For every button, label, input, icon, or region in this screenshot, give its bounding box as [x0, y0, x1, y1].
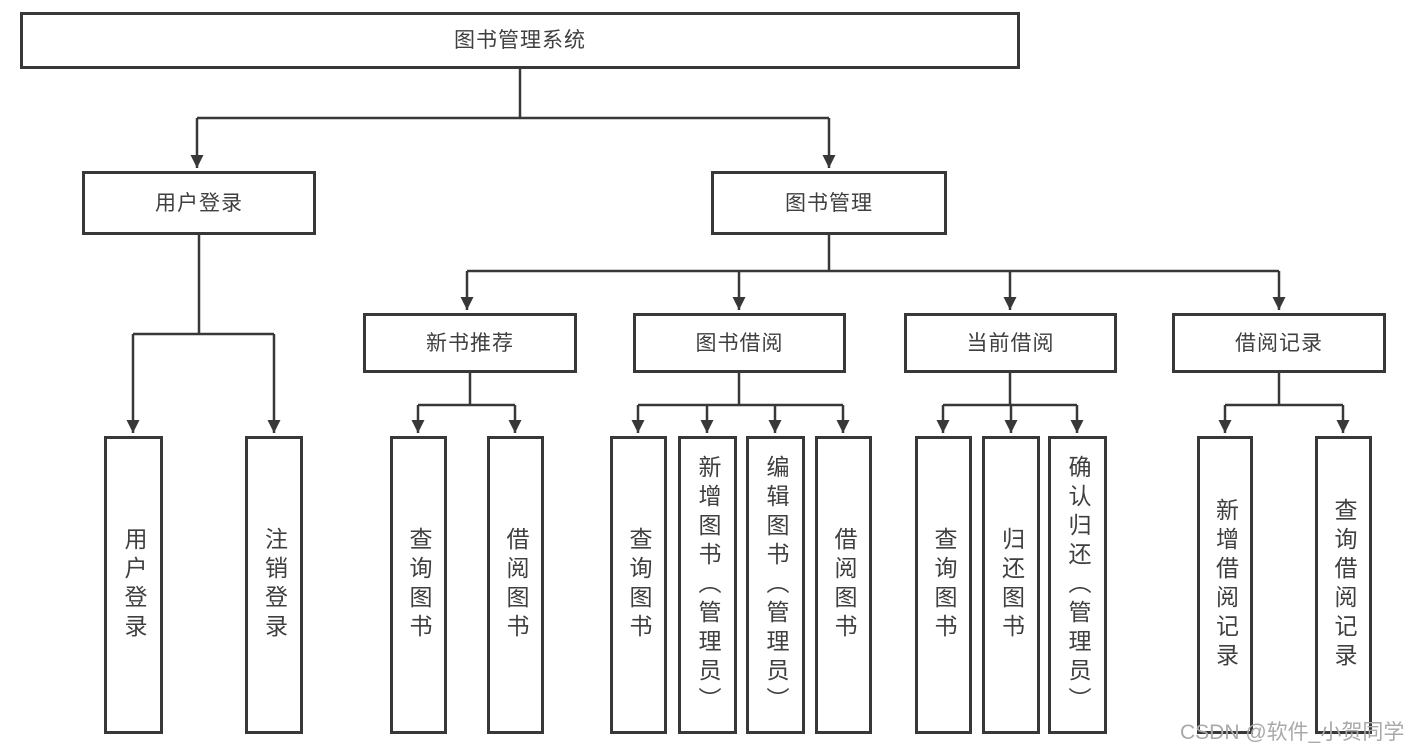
node-borrow-records-label: 借阅记录: [1235, 331, 1323, 355]
node-user-login: 用户登录: [82, 171, 316, 235]
leaf-logout-label: 注销登录: [261, 527, 288, 643]
leaf-borrow-books-recommend: 借阅图书: [487, 436, 544, 734]
leaf-query-books-borrow-label: 查询图书: [626, 527, 652, 643]
node-book-borrow-label: 图书借阅: [695, 331, 784, 355]
node-root-label: 图书管理系统: [454, 29, 586, 52]
node-new-book-recommend-label: 新书推荐: [426, 331, 514, 355]
leaf-query-books-recommend: 查询图书: [390, 436, 447, 734]
leaf-edit-book-admin: 编辑图书（管理员）: [746, 436, 805, 734]
csdn-watermark: CSDN @软件_小贺同学: [1180, 721, 1405, 744]
node-new-book-recommend: 新书推荐: [363, 313, 577, 373]
leaf-edit-book-admin-label: 编辑图书（管理员）: [763, 454, 789, 716]
leaf-query-books-recommend-label: 查询图书: [406, 527, 432, 643]
leaf-borrow-books-label: 借阅图书: [831, 527, 857, 643]
node-borrow-records: 借阅记录: [1172, 313, 1386, 373]
leaf-add-book-admin-label: 新增图书（管理员）: [695, 454, 721, 716]
node-book-management: 图书管理: [711, 171, 947, 235]
node-current-borrow: 当前借阅: [904, 313, 1117, 373]
leaf-user-login-label: 用户登录: [121, 527, 147, 643]
node-book-management-label: 图书管理: [785, 191, 873, 215]
leaf-borrow-books: 借阅图书: [815, 436, 872, 734]
leaf-borrow-books-recommend-label: 借阅图书: [503, 527, 529, 643]
leaf-return-books: 归还图书: [982, 436, 1040, 734]
leaf-confirm-return-admin-label: 确认归还（管理员）: [1065, 454, 1091, 716]
leaf-query-borrow-record: 查询借阅记录: [1315, 436, 1372, 734]
node-user-login-label: 用户登录: [155, 191, 243, 215]
leaf-logout: 注销登录: [245, 436, 303, 734]
leaf-add-book-admin: 新增图书（管理员）: [678, 436, 737, 734]
leaf-confirm-return-admin: 确认归还（管理员）: [1048, 436, 1107, 734]
node-root: 图书管理系统: [20, 12, 1020, 69]
leaf-query-books-current-label: 查询图书: [931, 527, 957, 643]
node-book-borrow: 图书借阅: [633, 313, 846, 373]
leaf-query-books-borrow: 查询图书: [610, 436, 667, 734]
leaf-user-login: 用户登录: [104, 436, 163, 734]
leaf-return-books-label: 归还图书: [998, 527, 1025, 643]
leaf-query-books-current: 查询图书: [915, 436, 972, 734]
leaf-query-borrow-record-label: 查询借阅记录: [1331, 498, 1357, 672]
leaf-add-borrow-record: 新增借阅记录: [1197, 436, 1253, 734]
node-current-borrow-label: 当前借阅: [966, 331, 1055, 355]
leaf-add-borrow-record-label: 新增借阅记录: [1212, 498, 1239, 672]
